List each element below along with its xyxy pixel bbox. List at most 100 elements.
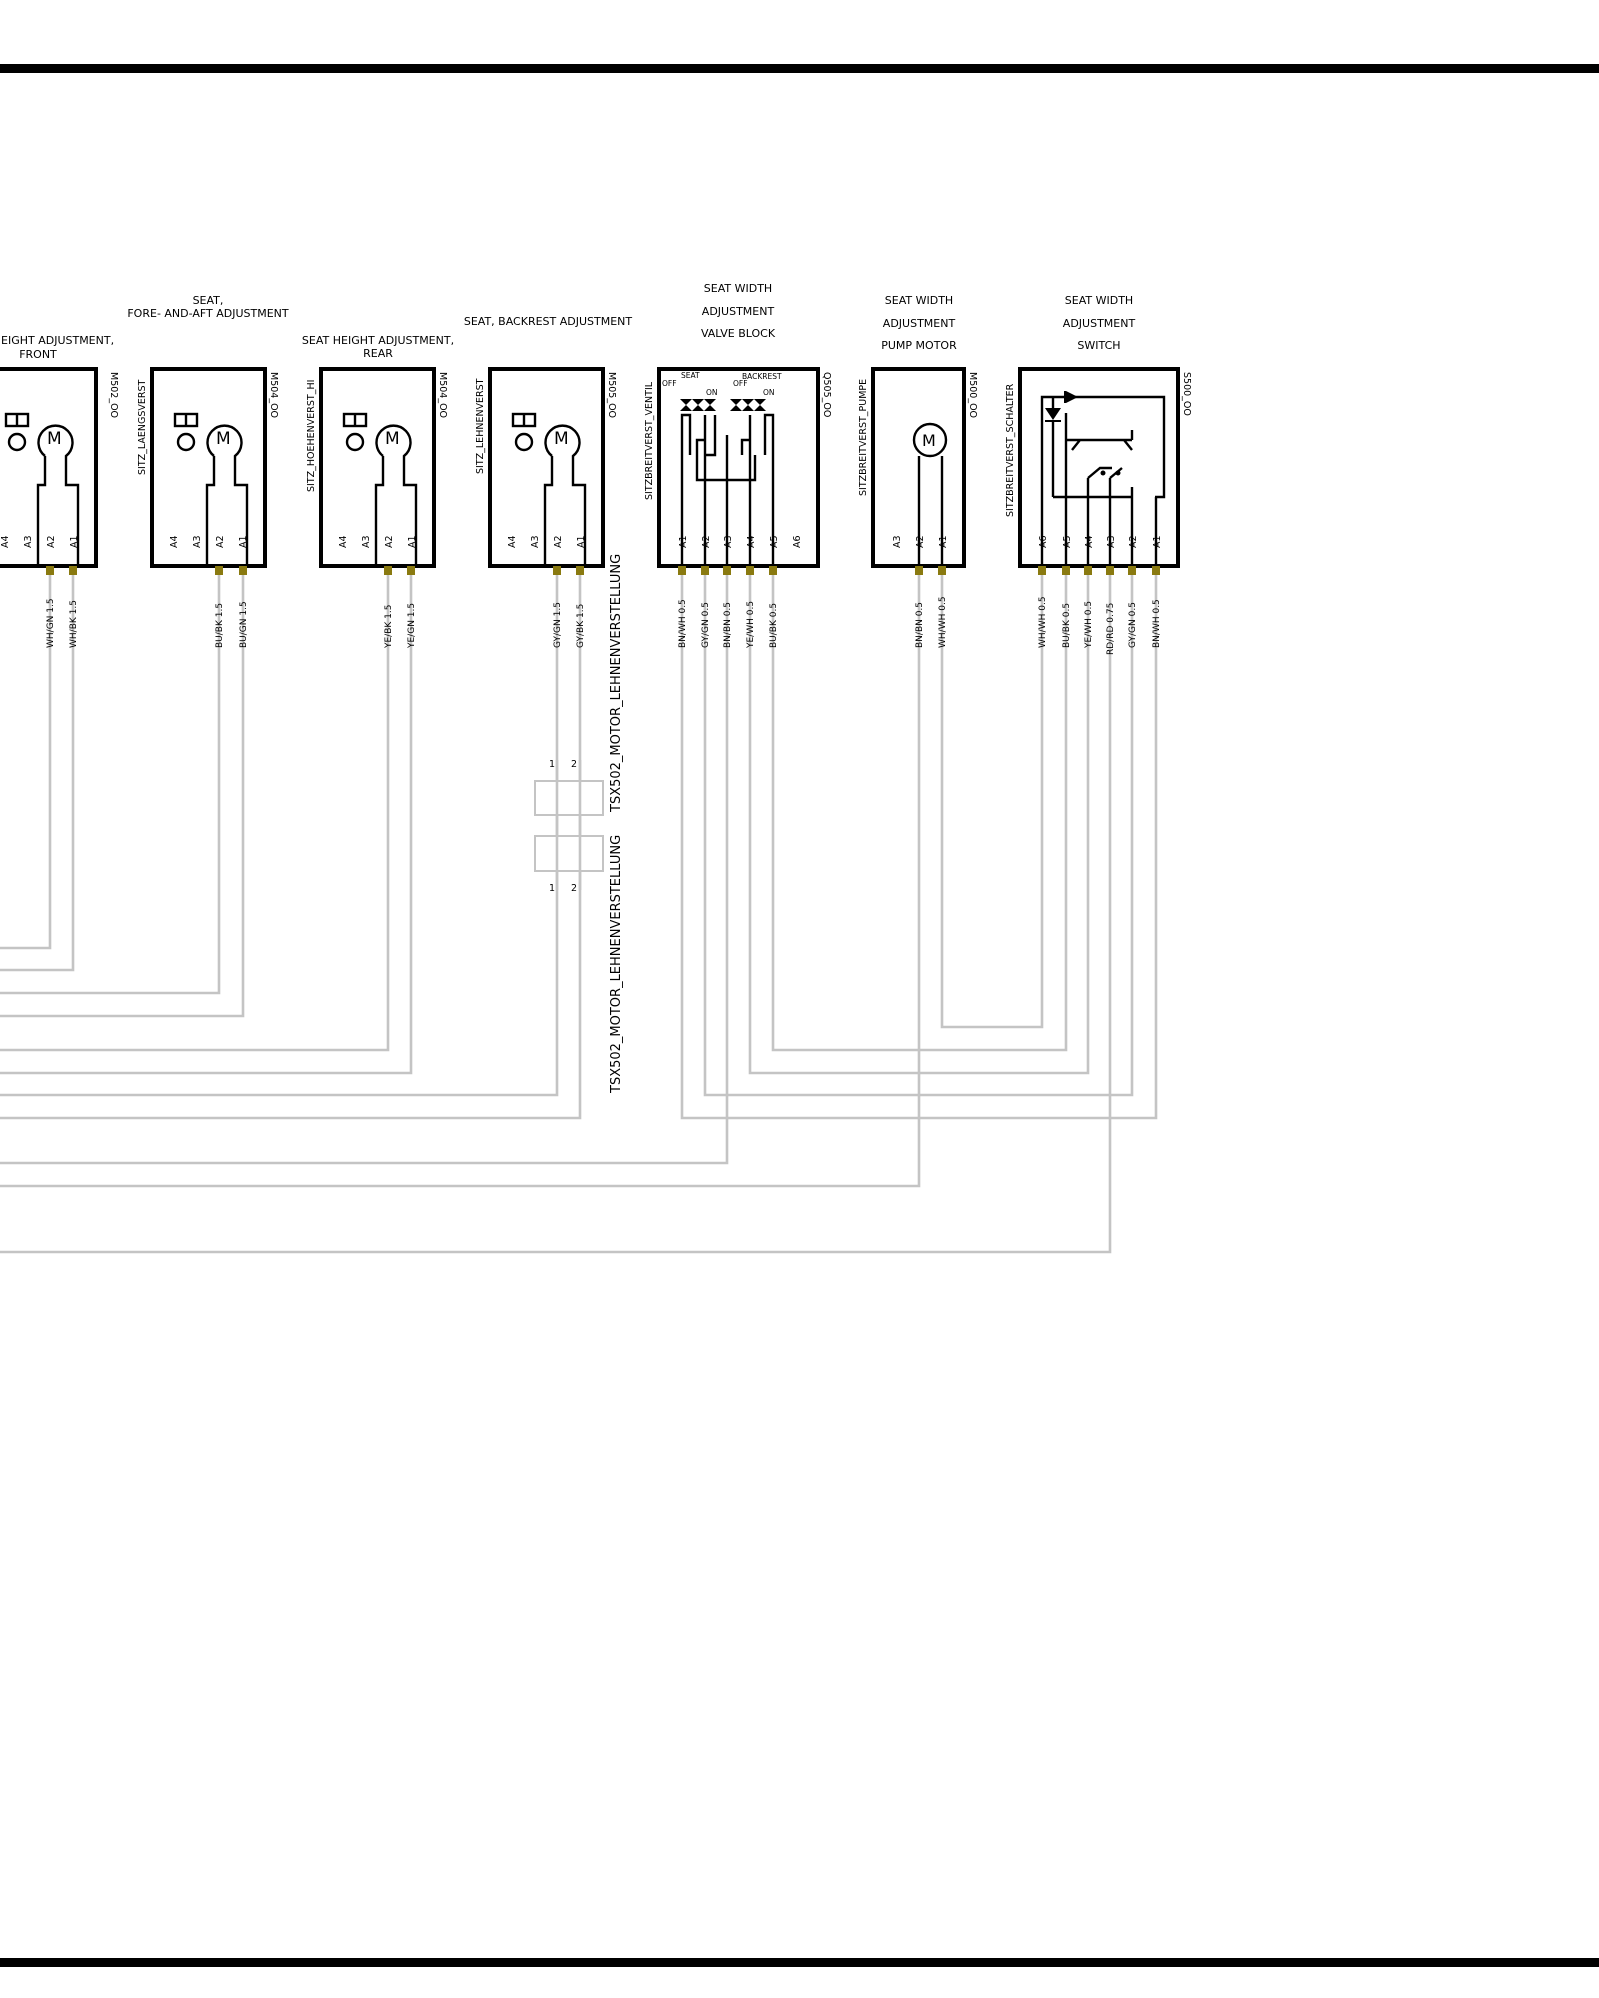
pin-label: A3 [192,535,203,548]
pin-label: A3 [361,535,372,548]
terminal [239,566,247,575]
component-name: SITZBREITVERST_SCHALTER [1005,383,1016,517]
pin-label: A3 [1106,535,1117,548]
wire-label: BN/WH 0.5 [1152,599,1162,648]
connector-pin-label: 1 [549,883,555,894]
component-title: FRONT [19,348,57,361]
component-title: ADJUSTMENT [702,305,775,318]
component-m504-fore-aft: SEAT, FORE- AND-AFT ADJUSTMENT SITZ_LAEN… [127,294,289,575]
terminal [407,566,415,575]
wire-label: BN/WH 0.5 [678,599,688,648]
connector-tsx502: 1 2 1 2 TSX502_MOTOR_LEHNENVERSTELLUNG T… [534,554,624,1094]
component-box [1018,367,1180,568]
component-title: SEAT WIDTH [885,294,953,307]
pin-label: A3 [530,535,541,548]
pin-label: A3 [892,535,903,548]
component-m500-pump-motor: SEAT WIDTH ADJUSTMENT PUMP MOTOR SITZBRE… [858,294,978,575]
component-m502: SEAT HEIGHT ADJUSTMENT, FRONT M502_OO M … [0,334,119,575]
terminal [1106,566,1114,575]
valve-label: ON [706,388,718,397]
pin-label: A1 [938,535,949,548]
component-box [488,367,605,568]
terminal [1152,566,1160,575]
wire-label: BU/GN 1.5 [239,601,249,648]
pin-label: A4 [507,535,518,548]
pin-label: A2 [701,535,712,548]
valve-icon [754,399,766,411]
component-box [150,367,267,568]
wire-route [0,575,245,1018]
wire-label: BN/BN 0.5 [915,602,925,648]
component-title: ADJUSTMENT [883,317,956,330]
terminal [938,566,946,575]
bottom-border-bar [0,1958,1599,1967]
pin-label: A1 [576,535,587,548]
wire-label: BU/BK 0.5 [769,603,779,648]
pin-label: A1 [238,535,249,548]
component-code: M504_OO [268,372,279,418]
pin-label: A4 [1084,535,1095,548]
wire-routes [0,575,1158,1254]
top-border-bar [0,64,1599,73]
pin-label: A2 [915,535,926,548]
wire-label: WH/WH 0.5 [938,596,948,648]
wire-label: YE/BK 1.5 [384,605,394,649]
pump-motor-icon [912,422,948,458]
terminal [576,566,584,575]
valve-label: BACKREST [742,372,782,381]
component-title: SEAT WIDTH [704,282,772,295]
component-title: ADJUSTMENT [1063,317,1136,330]
terminal [46,566,54,575]
wire-label: GY/GN 1.5 [553,602,563,648]
wire-label: BU/BK 1.5 [215,603,225,648]
wire-label: YE/GN 1.5 [407,603,417,649]
terminal [1084,566,1092,575]
component-box [657,367,820,568]
motor-symbol: M [922,431,936,450]
terminal [723,566,731,575]
terminal [215,566,223,575]
component-title: SWITCH [1077,339,1120,352]
component-title: SEAT WIDTH [1065,294,1133,307]
wire-route [0,575,921,1188]
valve-circuit [680,413,775,566]
component-name: SITZBREITVERST_PUMPE [858,379,869,496]
terminal [678,566,686,575]
component-code: M500_OO [967,372,978,418]
pin-label: A3 [723,535,734,548]
wire-labels: WH/GN 1.5 WH/BK 1.5 BU/BK 1.5 BU/GN 1.5 … [46,596,1162,655]
wire-label: WH/BK 1.5 [69,600,79,648]
motor-icon [543,424,587,566]
component-name: SITZ_LEHNENVERST [475,378,486,474]
wire-label: GY/BK 1.5 [576,604,586,648]
wire-label: YE/WH 0.5 [1084,601,1094,649]
component-code: M504_OO [437,372,448,418]
wire-label: GY/GN 0.5 [701,602,711,648]
component-name: SITZ_LAENGSVERST [137,379,148,475]
component-title: PUMP MOTOR [881,339,957,352]
component-title: VALVE BLOCK [701,327,776,340]
motor-icon [36,424,80,566]
connector-name-top: TSX502_MOTOR_LEHNENVERSTELLUNG [609,554,624,813]
motor-symbol: M [47,429,62,449]
valve-icon [730,399,754,411]
terminal [1062,566,1070,575]
pin-label: A4 [0,535,11,548]
pin-label: A1 [407,535,418,548]
pin-label: A1 [1152,535,1163,548]
pin-label: A5 [769,535,780,548]
switch-contact [1115,470,1121,476]
terminal [553,566,561,575]
connector-pin-label: 2 [571,759,577,770]
sensor-icon [514,432,534,452]
pin-label: A2 [553,535,564,548]
valve-label: SEAT [681,371,700,380]
valve-icon [704,399,716,411]
pin-label: A2 [215,535,226,548]
terminal [1128,566,1136,575]
pin-label: A6 [1038,535,1049,548]
terminal [701,566,709,575]
component-name: SITZ_HOEHENVERST_HI [306,380,317,492]
component-title: SEAT HEIGHT ADJUSTMENT, [0,334,114,347]
